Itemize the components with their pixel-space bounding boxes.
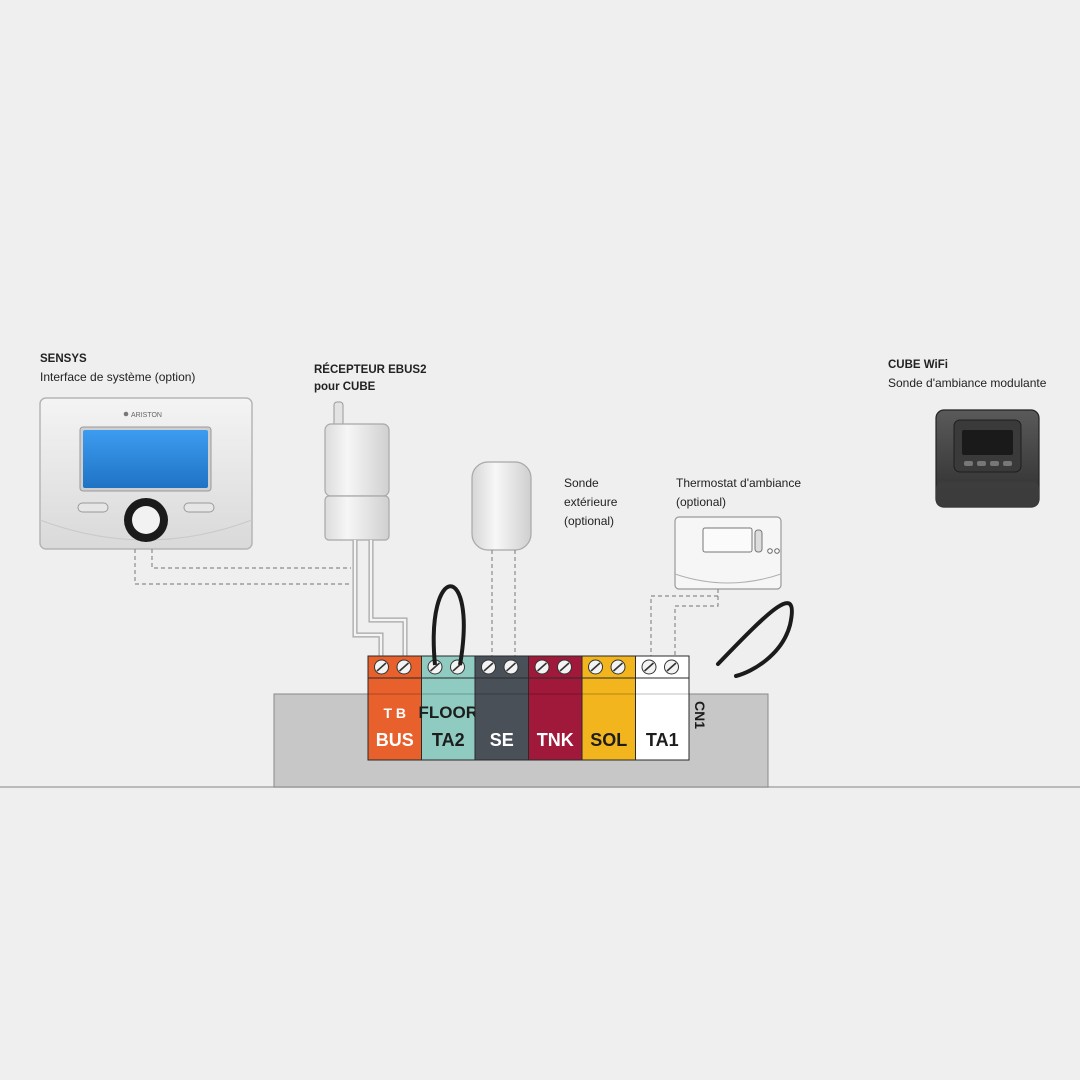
thermostat-wires — [650, 589, 719, 660]
terminal-label: SOL — [590, 730, 627, 750]
terminal-floor: FLOOR TA2 — [419, 655, 479, 761]
sensys-wires — [134, 549, 351, 585]
sensys-subtitle: Interface de système (option) — [40, 370, 196, 384]
floor-bridge-wire-icon — [431, 584, 466, 666]
screw-icon — [534, 659, 550, 675]
terminal-tnk: TNK — [528, 655, 583, 761]
outdoor-label-line3: (optional) — [564, 514, 615, 528]
cube-subtitle: Sonde d'ambiance modulante — [888, 376, 1047, 390]
outdoor-label-line1: Sonde — [564, 476, 599, 490]
receiver-device-icon — [324, 401, 390, 541]
loose-bridge-wire-icon — [716, 601, 794, 678]
screw-icon — [481, 659, 496, 675]
screw-icon — [664, 659, 679, 675]
sensys-title: SENSYS — [40, 353, 87, 365]
sensys-brand: ARISTON — [131, 412, 162, 419]
terminal-block: T B BUS FLOOR TA2 SE TNK SOL TA1 — [367, 655, 690, 761]
outdoor-sensor-icon — [471, 461, 532, 551]
terminal-label: TNK — [537, 730, 574, 750]
screw-icon — [374, 659, 389, 675]
terminal-ta1: TA1 — [635, 655, 690, 761]
outdoor-label-line2: extérieure — [564, 495, 618, 509]
terminal-bus: T B BUS — [367, 655, 422, 761]
cube-title: CUBE WiFi — [888, 359, 948, 371]
terminal-se: SE — [474, 655, 529, 761]
terminal-label: TA1 — [646, 730, 679, 750]
sensys-device-icon: ARISTON — [39, 397, 253, 550]
screw-icon — [641, 659, 657, 675]
screw-icon — [396, 659, 412, 675]
screw-icon — [503, 659, 519, 675]
connector-label: CN1 — [692, 701, 708, 729]
terminal-label: TA2 — [432, 730, 465, 750]
screw-icon — [610, 659, 626, 675]
terminal-label: SE — [490, 730, 514, 750]
cube-wifi-device-icon — [935, 409, 1040, 508]
receiver-title-line2: pour CUBE — [314, 381, 376, 393]
terminal-top-label: T B — [383, 705, 406, 721]
screw-icon — [588, 659, 603, 675]
outdoor-wires — [491, 550, 516, 660]
screw-icon — [557, 659, 572, 675]
terminal-sol: SOL — [581, 655, 636, 761]
thermostat-label-line1: Thermostat d'ambiance — [676, 476, 802, 490]
thermostat-label-line2: (optional) — [676, 495, 727, 509]
terminal-label: BUS — [376, 730, 414, 750]
receiver-title-line1: RÉCEPTEUR EBUS2 — [314, 364, 427, 376]
terminal-top-label: FLOOR — [419, 703, 479, 722]
room-thermostat-icon — [674, 516, 782, 590]
